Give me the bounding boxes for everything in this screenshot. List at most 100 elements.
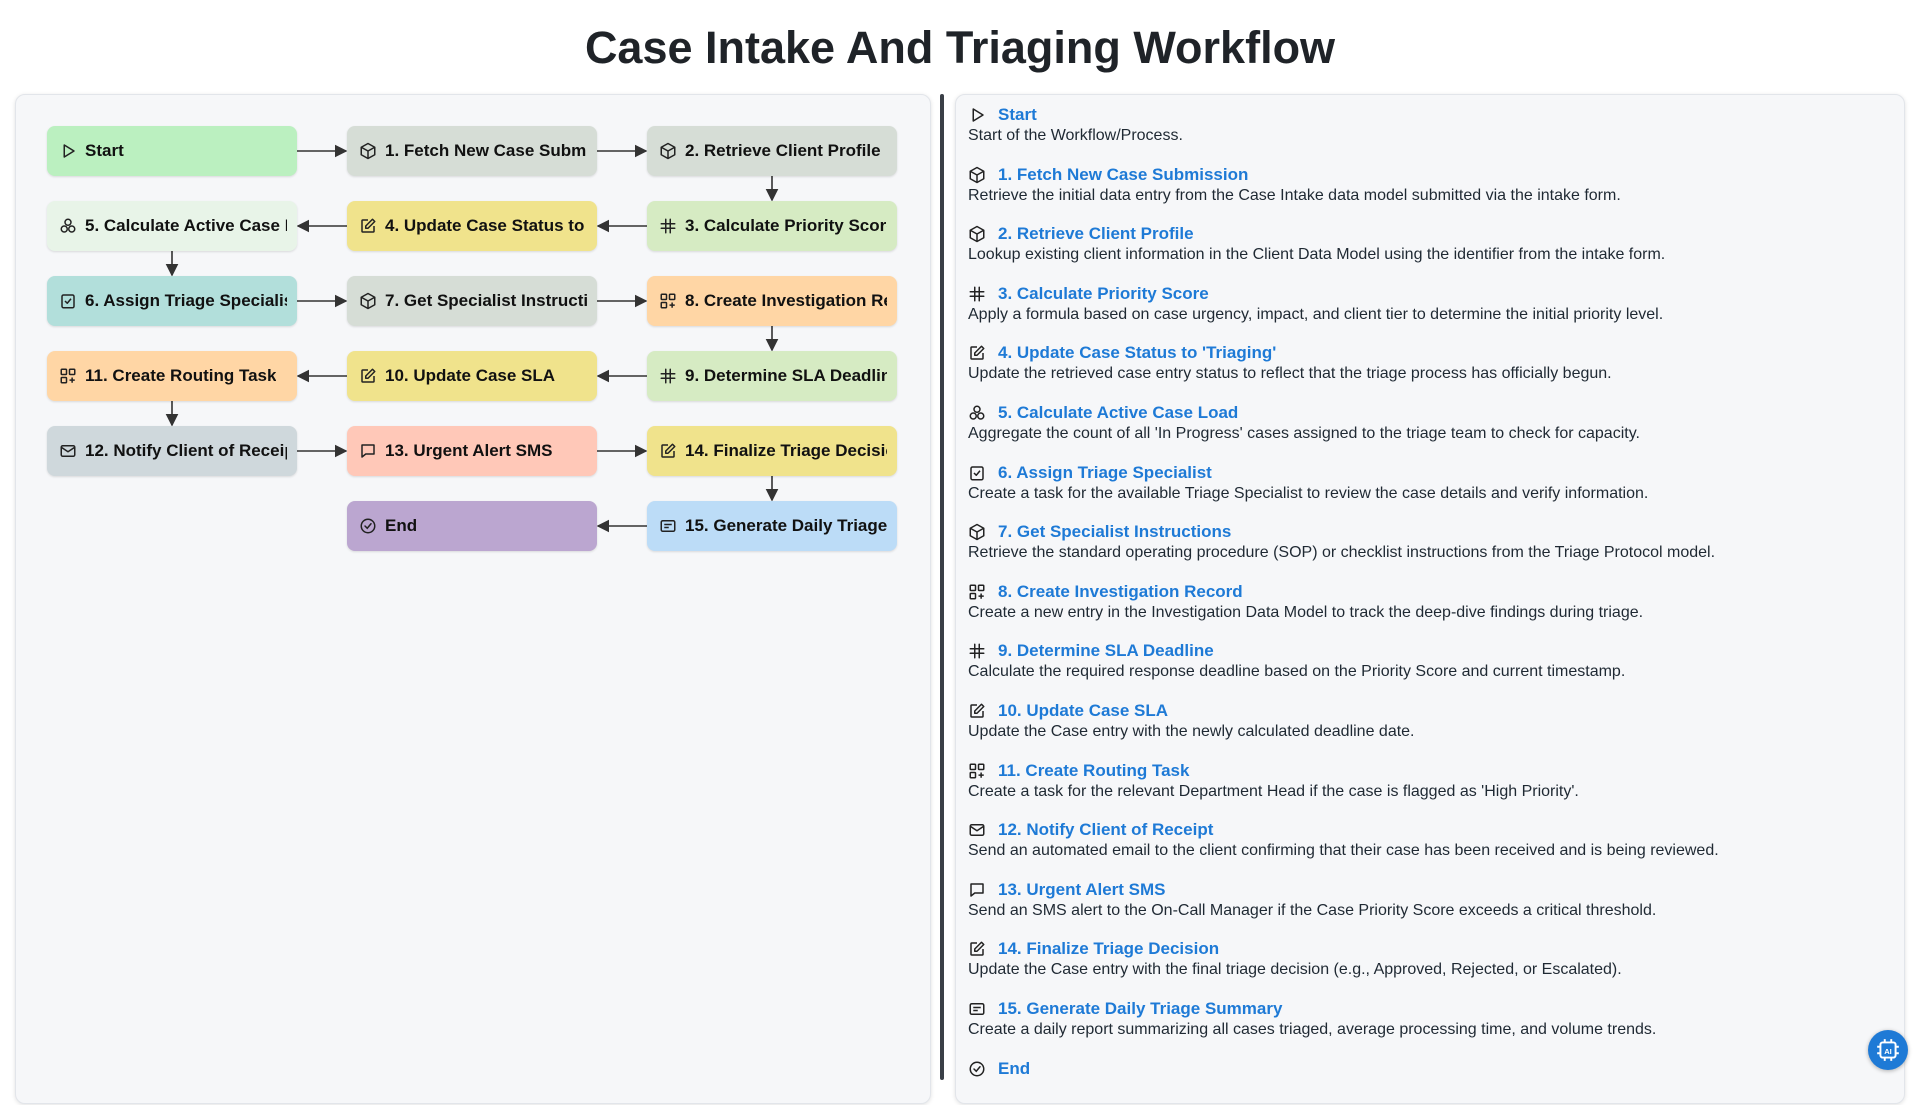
node-n4[interactable]: 4. Update Case Status to 'Triaging' — [347, 201, 597, 251]
svg-text:AI: AI — [1884, 1047, 1892, 1056]
cube-icon — [359, 292, 377, 310]
step-description-text: Aggregate the count of all 'In Progress'… — [968, 425, 1640, 442]
step-title-link[interactable]: 9. Determine SLA Deadline — [998, 641, 1214, 661]
step-description-text: Retrieve the initial data entry from the… — [968, 186, 1621, 204]
node-n14[interactable]: 14. Finalize Triage Decision — [647, 426, 897, 476]
edit-icon — [968, 940, 986, 958]
node-n1[interactable]: 1. Fetch New Case Submission — [347, 126, 597, 176]
node-n6[interactable]: 6. Assign Triage Specialist — [47, 276, 297, 326]
grid-plus-icon — [968, 762, 986, 780]
play-icon — [59, 142, 77, 160]
node-label: 9. Determine SLA Deadline — [685, 366, 887, 385]
node-n12[interactable]: 12. Notify Client of Receipt — [47, 426, 297, 476]
edit-icon — [968, 702, 986, 720]
step-description-text: Lookup existing client information in th… — [968, 246, 1666, 264]
play-icon — [968, 106, 986, 124]
report-icon — [659, 517, 677, 535]
node-n13[interactable]: 13. Urgent Alert SMS — [347, 426, 597, 476]
node-label: End — [385, 516, 418, 535]
grid-plus-icon — [59, 367, 77, 385]
step-description-text: Send an SMS alert to the On-Call Manager… — [968, 901, 1657, 919]
node-label: 14. Finalize Triage Decision — [685, 441, 887, 460]
step-description-text: Send an automated email to the client co… — [968, 842, 1719, 860]
step-description-item: 4. Update Case Status to 'Triaging' Updat… — [968, 343, 1888, 384]
step-title-link[interactable]: 1. Fetch New Case Submission — [998, 164, 1249, 184]
step-title-link[interactable]: 11. Create Routing Task — [998, 760, 1190, 780]
hash-icon — [659, 367, 677, 385]
node-n3[interactable]: 3. Calculate Priority Score — [647, 201, 897, 251]
step-title-link[interactable]: Start — [998, 105, 1037, 124]
node-end[interactable]: End — [347, 501, 597, 551]
cube-icon — [659, 142, 677, 160]
step-title-link[interactable]: 15. Generate Daily Triage Summary — [998, 999, 1283, 1018]
step-title-link[interactable]: 13. Urgent Alert SMS — [998, 879, 1166, 899]
edit-icon — [968, 344, 986, 362]
step-title-link[interactable]: 8. Create Investigation Record — [998, 581, 1243, 601]
aggregate-icon — [968, 404, 986, 422]
node-label: Start — [85, 141, 124, 160]
step-description-text: Update the retrieved case entry status t… — [968, 365, 1612, 383]
cube-icon — [968, 523, 986, 541]
panel-divider[interactable] — [940, 94, 944, 1080]
step-title-link[interactable]: 3. Calculate Priority Score — [998, 283, 1209, 303]
node-label: 7. Get Specialist Instructions — [385, 291, 587, 310]
node-n2[interactable]: 2. Retrieve Client Profile — [647, 126, 897, 176]
node-n11[interactable]: 11. Create Routing Task — [47, 351, 297, 401]
step-description-text: Calculate the required response deadline… — [968, 663, 1626, 681]
step-title-link[interactable]: 14. Finalize Triage Decision — [998, 939, 1220, 959]
node-n10[interactable]: 10. Update Case SLA — [347, 351, 597, 401]
task-icon — [59, 292, 77, 310]
node-n9[interactable]: 9. Determine SLA Deadline — [647, 351, 897, 401]
report-icon — [968, 1000, 986, 1018]
edit-icon — [359, 217, 377, 235]
edit-icon — [659, 442, 677, 460]
node-label: 6. Assign Triage Specialist — [85, 291, 287, 310]
node-n5[interactable]: 5. Calculate Active Case Load — [47, 201, 297, 251]
node-label: 3. Calculate Priority Score — [685, 216, 887, 235]
step-title-link[interactable]: End — [998, 1058, 1031, 1078]
step-description-text: Apply a formula based on case urgency, i… — [968, 305, 1664, 323]
node-n7[interactable]: 7. Get Specialist Instructions — [347, 276, 597, 326]
node-label: 10. Update Case SLA — [385, 366, 556, 385]
step-title-link[interactable]: 6. Assign Triage Specialist — [998, 462, 1212, 482]
edit-icon — [359, 367, 377, 385]
step-description-text: Retrieve the standard operating procedur… — [968, 544, 1716, 562]
node-label: 12. Notify Client of Receipt — [85, 441, 287, 460]
node-n8[interactable]: 8. Create Investigation Record — [647, 276, 897, 326]
step-title-link[interactable]: 4. Update Case Status to 'Triaging' — [998, 343, 1277, 363]
mail-icon — [968, 821, 986, 839]
check-circle-icon — [359, 517, 377, 535]
sms-icon — [968, 881, 986, 899]
node-label: 1. Fetch New Case Submission — [385, 141, 587, 160]
step-title-link[interactable]: 5. Calculate Active Case Load — [998, 403, 1239, 422]
step-title-link[interactable]: 12. Notify Client of Receipt — [998, 820, 1214, 840]
ai-chip-icon: AI — [1877, 1039, 1899, 1061]
node-label: 8. Create Investigation Record — [685, 291, 887, 310]
node-n15[interactable]: 15. Generate Daily Triage Summary — [647, 501, 897, 551]
hash-icon — [968, 642, 986, 660]
hash-icon — [659, 217, 677, 235]
node-start[interactable]: Start — [47, 126, 297, 176]
step-title-link[interactable]: 10. Update Case SLA — [998, 701, 1169, 720]
step-description-text: Start of the Workflow/Process. — [968, 127, 1183, 144]
aggregate-icon — [59, 217, 77, 235]
hash-icon — [968, 285, 986, 303]
step-description-text: Update the Case entry with the final tri… — [968, 961, 1622, 979]
step-title-link[interactable]: 2. Retrieve Client Profile — [998, 224, 1194, 244]
ai-assistant-button[interactable]: AI — [1868, 1030, 1908, 1070]
step-title-link[interactable]: 7. Get Specialist Instructions — [998, 522, 1232, 542]
workflow-diagram-panel: Start 1. Fetch New Case Submission 2. Retr… — [15, 94, 931, 1104]
step-description-text: Create a task for the available Triage S… — [968, 484, 1649, 502]
node-label: 2. Retrieve Client Profile — [685, 141, 881, 160]
cube-icon — [968, 225, 986, 243]
step-description-text: Create a daily report summarizing all ca… — [968, 1021, 1657, 1038]
